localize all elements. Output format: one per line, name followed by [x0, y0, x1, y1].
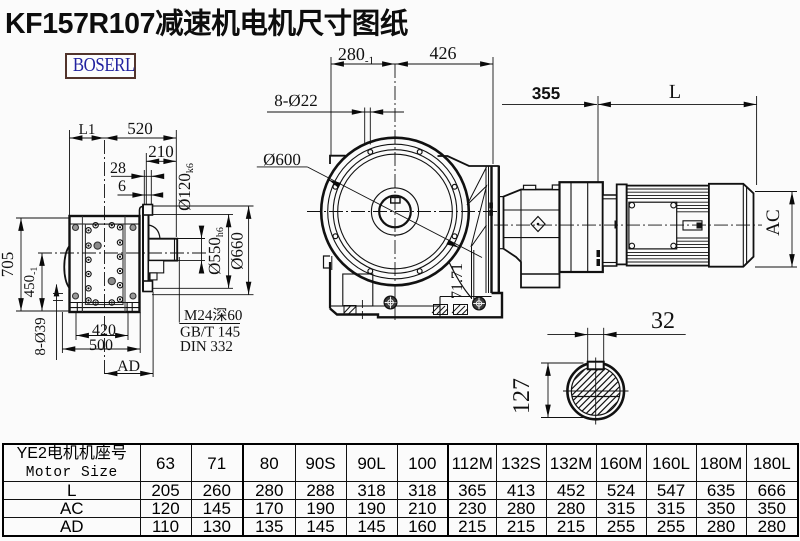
svg-text:L: L	[669, 81, 681, 103]
svg-text:6: 6	[118, 178, 126, 195]
svg-text:450-1: 450-1	[22, 267, 40, 298]
svg-text:Ø550h6: Ø550h6	[205, 227, 226, 275]
svg-text:Ø660: Ø660	[228, 232, 247, 270]
svg-text:GB/T 145: GB/T 145	[180, 325, 240, 341]
svg-text:Ø120k6: Ø120k6	[175, 163, 196, 211]
svg-text:520: 520	[127, 119, 153, 138]
svg-text:AC: AC	[763, 209, 784, 235]
svg-text:Ø600: Ø600	[263, 150, 301, 169]
svg-text:M24深60: M24深60	[184, 307, 242, 324]
svg-text:32: 32	[651, 308, 675, 334]
svg-text:127: 127	[509, 378, 535, 414]
svg-text:L1: L1	[79, 122, 96, 138]
svg-text:28: 28	[110, 160, 126, 177]
svg-text:420: 420	[92, 322, 116, 339]
svg-text:8-Ø39: 8-Ø39	[33, 317, 49, 355]
svg-text:500: 500	[89, 337, 113, 354]
svg-text:426: 426	[430, 43, 457, 63]
svg-text:355: 355	[532, 84, 560, 103]
svg-text:280-1: 280-1	[338, 44, 374, 67]
svg-text:705: 705	[0, 252, 17, 278]
svg-text:210: 210	[148, 142, 174, 161]
svg-text:DIN 332: DIN 332	[180, 339, 233, 355]
svg-text:71.71: 71.71	[449, 263, 466, 299]
svg-text:8-Ø22: 8-Ø22	[274, 91, 317, 110]
svg-text:AD: AD	[117, 358, 140, 375]
